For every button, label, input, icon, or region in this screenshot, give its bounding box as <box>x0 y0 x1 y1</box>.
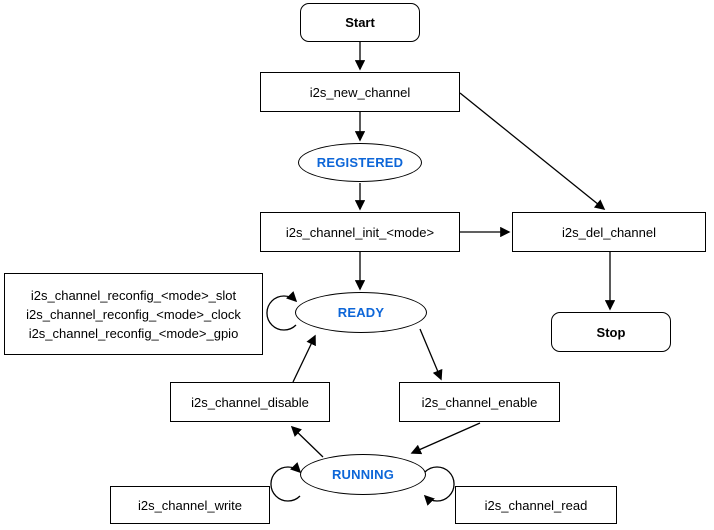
self-loop-ready-reconfig <box>266 291 298 331</box>
node-i2s-channel-disable: i2s_channel_disable <box>170 382 330 422</box>
edge-new-channel-to-del-channel <box>459 92 606 210</box>
node-i2s-channel-reconfig: i2s_channel_reconfig_<mode>_slot i2s_cha… <box>4 273 263 355</box>
stop-node: Stop <box>551 312 671 352</box>
reconfig-clock-label: i2s_channel_reconfig_<mode>_clock <box>26 306 241 322</box>
node-i2s-channel-write: i2s_channel_write <box>110 486 270 524</box>
edge-disable-to-ready <box>292 334 316 383</box>
edge-running-to-disable <box>290 425 324 458</box>
state-running: RUNNING <box>300 454 426 495</box>
node-i2s-channel-init: i2s_channel_init_<mode> <box>260 212 460 252</box>
node-i2s-channel-read: i2s_channel_read <box>455 486 617 524</box>
state-ready: READY <box>295 292 427 333</box>
reconfig-gpio-label: i2s_channel_reconfig_<mode>_gpio <box>28 325 239 341</box>
edge-enable-to-running <box>410 422 481 455</box>
state-registered: REGISTERED <box>298 143 422 182</box>
reconfig-slot-label: i2s_channel_reconfig_<mode>_slot <box>30 287 237 303</box>
self-loop-running-write <box>270 462 302 502</box>
node-i2s-del-channel: i2s_del_channel <box>512 212 706 252</box>
node-i2s-new-channel: i2s_new_channel <box>260 72 460 112</box>
edge-ready-to-enable <box>419 328 443 381</box>
start-node: Start <box>300 3 420 42</box>
node-i2s-channel-enable: i2s_channel_enable <box>399 382 560 422</box>
self-loop-running-read <box>423 466 455 506</box>
